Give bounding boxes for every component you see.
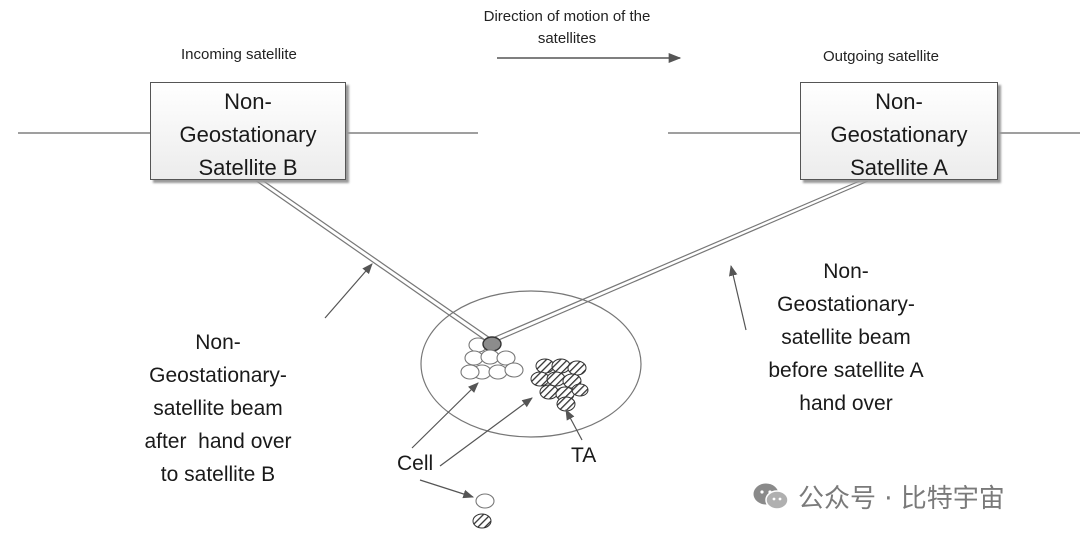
right-annotation-line: satellite beam — [781, 326, 911, 349]
watermark: 公众号 · 比特宇宙 — [752, 478, 1005, 515]
wechat-icon — [753, 483, 789, 510]
cell-arrow-3 — [419, 479, 475, 499]
outgoing-satellite-label: Outgoing satellite — [823, 48, 939, 65]
cell-arrow-1 — [411, 382, 479, 449]
beam-satellite-a — [487, 179, 869, 343]
cell-arrow-2 — [439, 397, 533, 467]
legend-hatched-cell — [472, 513, 492, 529]
satellite-b-line3: Satellite B — [198, 155, 298, 180]
satellite-b-line2: Geostationary — [179, 122, 317, 147]
cell-label: Cell — [397, 452, 434, 475]
right-annotation-line: Non- — [823, 260, 869, 283]
tracking-area-cluster — [530, 358, 589, 412]
satellite-b-box: Non- Geostationary Satellite B — [150, 82, 346, 180]
right-annotation-line: Geostationary- — [777, 293, 915, 316]
satellite-a-line3: Satellite A — [850, 155, 948, 180]
direction-label: Direction of motion of the satellites — [467, 6, 667, 50]
right-annotation-line: before satellite A — [768, 359, 924, 382]
satellite-a-line2: Geostationary — [830, 122, 968, 147]
left-annotation-line: satellite beam — [153, 397, 283, 420]
direction-label-line1: Direction of motion of the — [483, 8, 651, 25]
left-annotation-arrow — [324, 263, 373, 319]
direction-label-line2: satellites — [537, 30, 597, 47]
beam-satellite-b — [254, 179, 491, 341]
satellite-a-box: Non- Geostationary Satellite A — [800, 82, 998, 180]
coverage-area — [420, 290, 642, 438]
ta-label: TA — [571, 444, 597, 467]
serving-cell — [482, 336, 502, 352]
satellite-b-line1: Non- — [224, 89, 272, 114]
watermark-text: 公众号 · 比特宇宙 — [798, 484, 1005, 514]
incoming-satellite-label: Incoming satellite — [181, 46, 297, 63]
right-annotation-arrow — [729, 264, 747, 331]
legend-white-cell — [475, 493, 495, 509]
left-annotation-line: Geostationary- — [149, 364, 287, 387]
ta-arrow — [565, 409, 583, 441]
left-annotation-line: Non- — [195, 331, 241, 354]
cell-cluster — [460, 336, 524, 380]
beam-after-handover-label: Non- Geostationary- satellite beam after… — [108, 326, 328, 491]
satellite-a-line1: Non- — [875, 89, 923, 114]
left-annotation-line: after hand over — [144, 430, 292, 453]
left-annotation-line: to satellite B — [160, 463, 276, 486]
right-annotation-line: hand over — [799, 392, 893, 415]
beam-before-handover-label: Non- Geostationary- satellite beam befor… — [736, 255, 956, 420]
